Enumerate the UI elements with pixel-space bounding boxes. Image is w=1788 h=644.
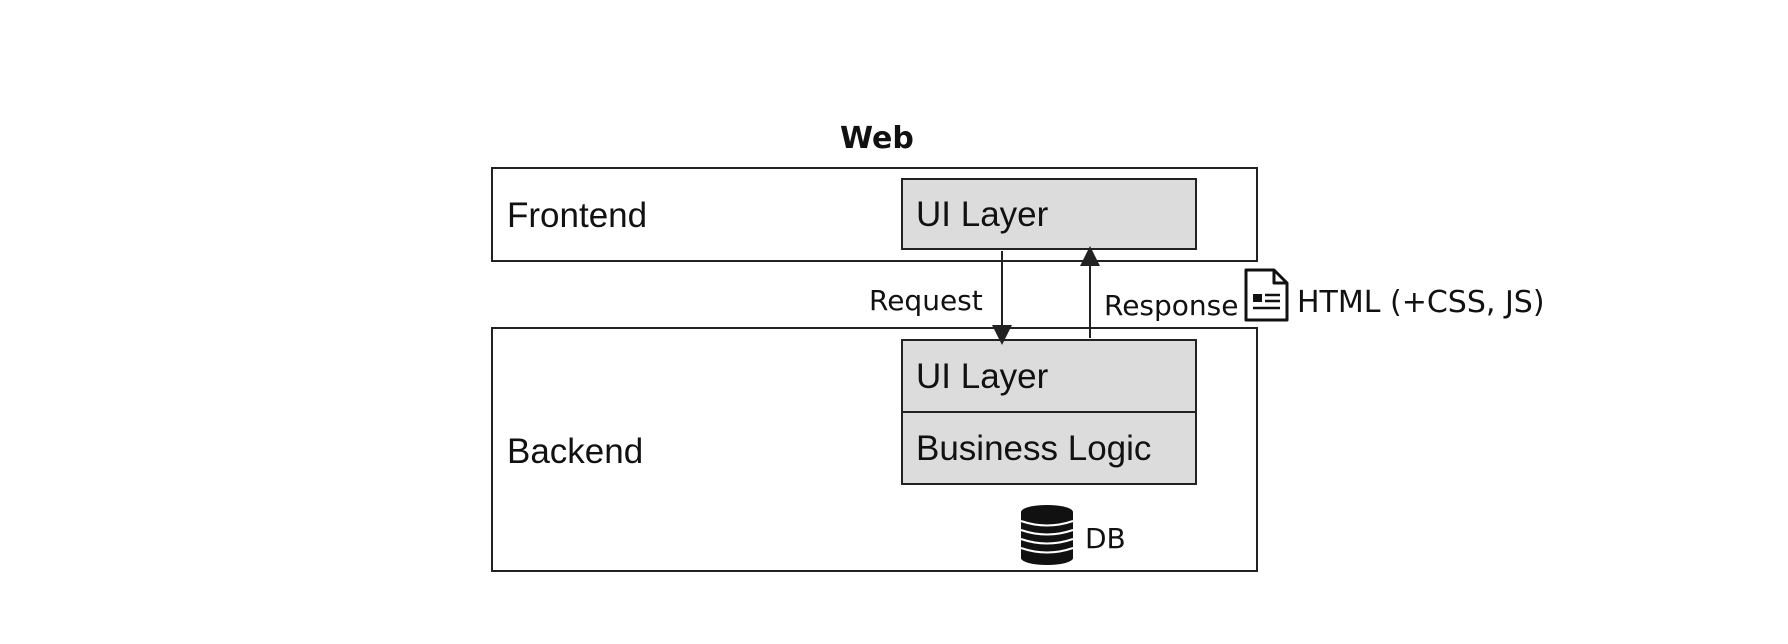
html-payload-label: HTML (+CSS, JS): [1297, 285, 1545, 320]
response-label: Response: [1104, 289, 1239, 322]
backend-ui-layer-label: UI Layer: [916, 356, 1049, 396]
database-icon: [1020, 505, 1074, 565]
diagram-title: Web: [840, 121, 914, 156]
request-label: Request: [869, 284, 983, 317]
frontend-ui-layer-box: UI Layer: [901, 178, 1197, 250]
db-label: DB: [1085, 522, 1126, 555]
document-icon: [1244, 268, 1289, 322]
business-logic-box: Business Logic: [901, 411, 1197, 485]
backend-label: Backend: [507, 432, 644, 471]
frontend-ui-layer-label: UI Layer: [916, 194, 1049, 234]
frontend-label: Frontend: [507, 196, 648, 235]
business-logic-label: Business Logic: [916, 428, 1152, 468]
